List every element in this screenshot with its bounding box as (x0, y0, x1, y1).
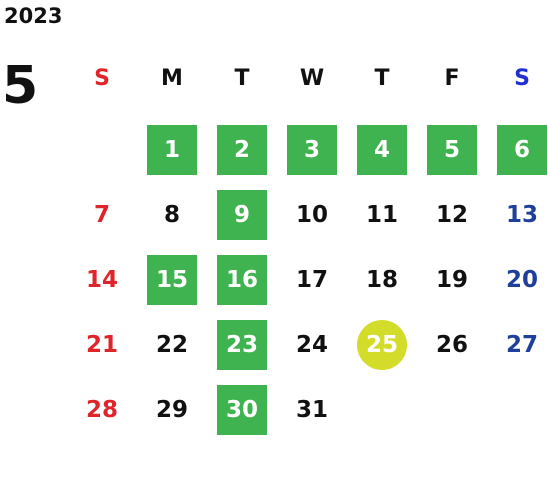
date-cell[interactable]: 17 (295, 267, 328, 293)
date-cell[interactable]: 4 (357, 125, 407, 175)
date-cell[interactable]: 3 (287, 125, 337, 175)
date-cell[interactable]: 23 (217, 320, 267, 370)
year-label: 2023 (4, 4, 63, 28)
weekday-header: S (94, 66, 110, 91)
date-cell[interactable]: 27 (505, 332, 538, 358)
weekday-header: S (514, 66, 530, 91)
date-cell[interactable]: 26 (435, 332, 468, 358)
date-cell[interactable]: 8 (163, 202, 180, 228)
weekday-header: F (444, 66, 460, 91)
date-cell[interactable]: 1 (147, 125, 197, 175)
date-cell[interactable]: 19 (435, 267, 468, 293)
date-cell[interactable]: 6 (497, 125, 547, 175)
date-cell[interactable]: 18 (365, 267, 398, 293)
date-cell[interactable]: 12 (435, 202, 468, 228)
date-cell[interactable]: 16 (217, 255, 267, 305)
today-date-cell[interactable]: 25 (357, 320, 407, 370)
date-cell[interactable]: 29 (155, 397, 188, 423)
date-cell[interactable]: 22 (155, 332, 188, 358)
date-cell[interactable]: 7 (93, 202, 110, 228)
date-cell[interactable]: 2 (217, 125, 267, 175)
date-cell[interactable]: 21 (85, 332, 118, 358)
month-number: 5 (2, 56, 39, 116)
date-cell[interactable]: 13 (505, 202, 538, 228)
date-cell[interactable]: 14 (85, 267, 118, 293)
weekday-header: M (161, 66, 183, 91)
date-cell[interactable]: 20 (505, 267, 538, 293)
date-cell[interactable]: 11 (365, 202, 398, 228)
date-cell[interactable]: 15 (147, 255, 197, 305)
weekday-header: T (234, 66, 250, 91)
date-cell[interactable]: 28 (85, 397, 118, 423)
date-cell[interactable]: 9 (217, 190, 267, 240)
date-cell[interactable]: 5 (427, 125, 477, 175)
date-cell[interactable]: 10 (295, 202, 328, 228)
date-cell[interactable]: 24 (295, 332, 328, 358)
weekday-header: T (374, 66, 390, 91)
date-cell[interactable]: 30 (217, 385, 267, 435)
weekday-header: W (299, 66, 325, 91)
date-cell[interactable]: 31 (295, 397, 328, 423)
